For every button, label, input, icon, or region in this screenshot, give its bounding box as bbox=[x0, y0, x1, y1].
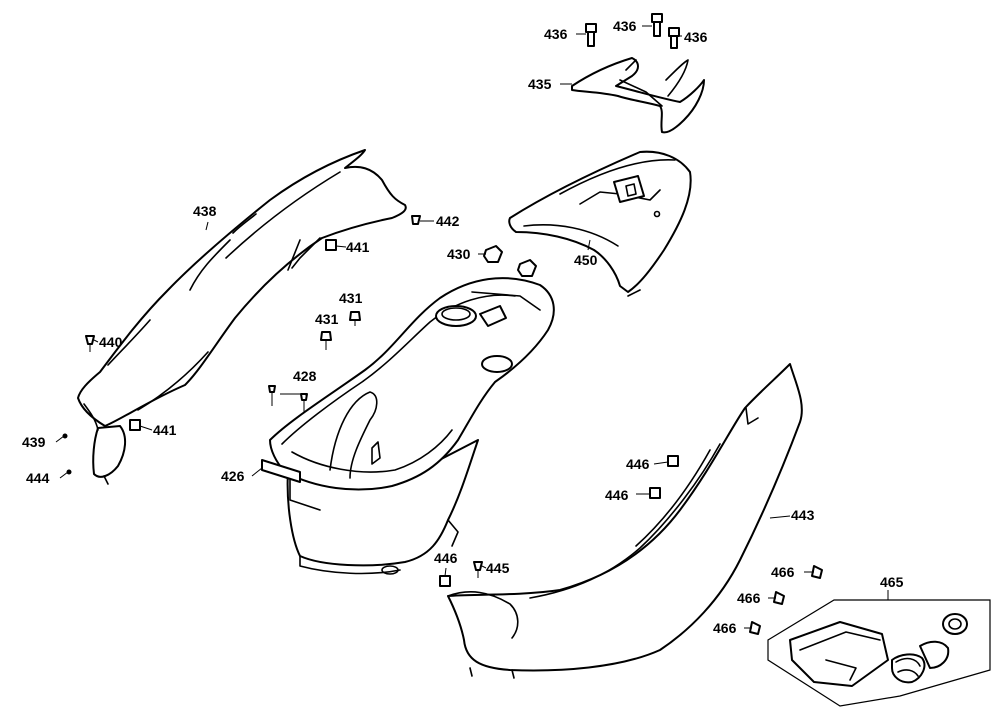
part-450-rear-center-cover bbox=[508, 150, 692, 297]
part-438-left-side-cover bbox=[77, 149, 407, 485]
label-436-c: 436 bbox=[684, 29, 708, 45]
label-465: 465 bbox=[880, 574, 904, 590]
label-466-b: 466 bbox=[737, 590, 761, 606]
leader-lines bbox=[93, 25, 889, 629]
label-450: 450 bbox=[574, 252, 598, 268]
label-442: 442 bbox=[436, 213, 460, 229]
label-430: 430 bbox=[447, 246, 471, 262]
label-444: 444 bbox=[26, 470, 50, 486]
part-435-rear-grab-handle bbox=[571, 57, 705, 134]
callout-labels: 436 436 436 435 438 442 441 430 450 431 … bbox=[22, 18, 904, 636]
label-436-b: 436 bbox=[613, 18, 637, 34]
label-443: 443 bbox=[791, 507, 815, 523]
label-431-b: 431 bbox=[315, 311, 339, 327]
bolt-436-c bbox=[668, 27, 680, 49]
label-436-a: 436 bbox=[544, 26, 568, 42]
label-446-b: 446 bbox=[605, 487, 629, 503]
label-446-c: 446 bbox=[434, 550, 458, 566]
label-428: 428 bbox=[293, 368, 317, 384]
hardware-fasteners bbox=[55, 13, 823, 635]
label-440: 440 bbox=[99, 334, 123, 350]
bolt-436-b bbox=[651, 13, 663, 37]
label-431-a: 431 bbox=[339, 290, 363, 306]
label-446-a: 446 bbox=[626, 456, 650, 472]
label-466-a: 466 bbox=[771, 564, 795, 580]
label-445: 445 bbox=[486, 560, 510, 576]
part-426-storage-box bbox=[261, 277, 555, 575]
label-441-b: 441 bbox=[153, 422, 177, 438]
label-426: 426 bbox=[221, 468, 245, 484]
label-435: 435 bbox=[528, 76, 552, 92]
part-465-air-duct-assembly bbox=[767, 599, 991, 707]
label-439: 439 bbox=[22, 434, 46, 450]
bolt-436-a bbox=[585, 23, 597, 47]
label-438: 438 bbox=[193, 203, 217, 219]
part-443-floor-side-cover bbox=[447, 363, 803, 679]
label-441-a: 441 bbox=[346, 239, 370, 255]
label-466-c: 466 bbox=[713, 620, 737, 636]
